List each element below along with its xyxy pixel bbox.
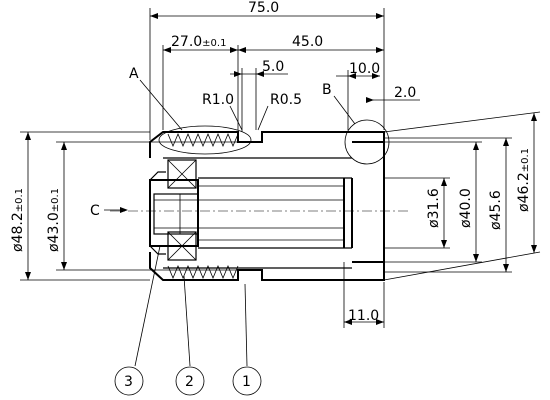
- dim-r1: R1.0: [202, 92, 234, 108]
- balloon-2-label: 2: [185, 374, 194, 390]
- dim-27-tol: ±0.1: [202, 38, 226, 49]
- dim-dia-482-tol: ±0.1: [14, 188, 25, 212]
- dim-dia-430-value: ø43.0: [46, 212, 62, 252]
- r05-leader: [257, 105, 269, 131]
- dim-dia-430: ø43.0±0.1: [46, 188, 62, 252]
- balloon-leaders: [134, 245, 248, 367]
- label-b: B: [322, 82, 332, 98]
- dim-dia-482: ø48.2±0.1: [10, 188, 26, 252]
- detail-a-circle: [158, 125, 252, 155]
- detail-b-circle: [344, 119, 390, 165]
- thread-top: [167, 132, 239, 148]
- dim-27-value: 27.0: [171, 34, 202, 50]
- dimension-lines: [20, 8, 541, 328]
- dim-dia-430-tol: ±0.1: [50, 188, 61, 212]
- dim-dia-316: ø31.6: [426, 188, 442, 228]
- dim-45: 45.0: [292, 34, 323, 50]
- detail-b-leader: [333, 95, 356, 125]
- dim-2: 2.0: [394, 85, 416, 101]
- dim-dia-462: ø46.2±0.1: [516, 148, 532, 212]
- balloons: [114, 366, 262, 396]
- dim-r05: R0.5: [270, 92, 302, 108]
- dim-dia-456: ø45.6: [488, 190, 504, 230]
- detail-a-leader: [139, 79, 183, 131]
- dim-dia-462-tol: ±0.1: [520, 148, 531, 172]
- balloon-1-label: 1: [242, 374, 251, 390]
- dim-10: 10.0: [349, 61, 380, 77]
- view-c-arrowhead: [120, 207, 128, 213]
- balloon-2-circle: [175, 366, 205, 396]
- balloon-1-circle: [232, 366, 262, 396]
- part-outline: [149, 131, 385, 281]
- dim-dia-462-value: ø46.2: [516, 172, 532, 212]
- dim-dia-482-value: ø48.2: [10, 212, 26, 252]
- thread-bottom: [167, 264, 239, 280]
- dim-total-length: 75.0: [248, 0, 279, 16]
- label-a: A: [129, 66, 139, 82]
- balloon-3-circle: [114, 366, 144, 396]
- dim-dia-400: ø40.0: [458, 188, 474, 228]
- balloon-3-label: 3: [124, 374, 133, 390]
- dim-11: 11.0: [348, 308, 379, 324]
- dim-5: 5.0: [262, 59, 284, 75]
- r1-leader: [229, 105, 243, 131]
- dim-27: 27.0±0.1: [171, 34, 226, 50]
- label-c: C: [90, 203, 100, 219]
